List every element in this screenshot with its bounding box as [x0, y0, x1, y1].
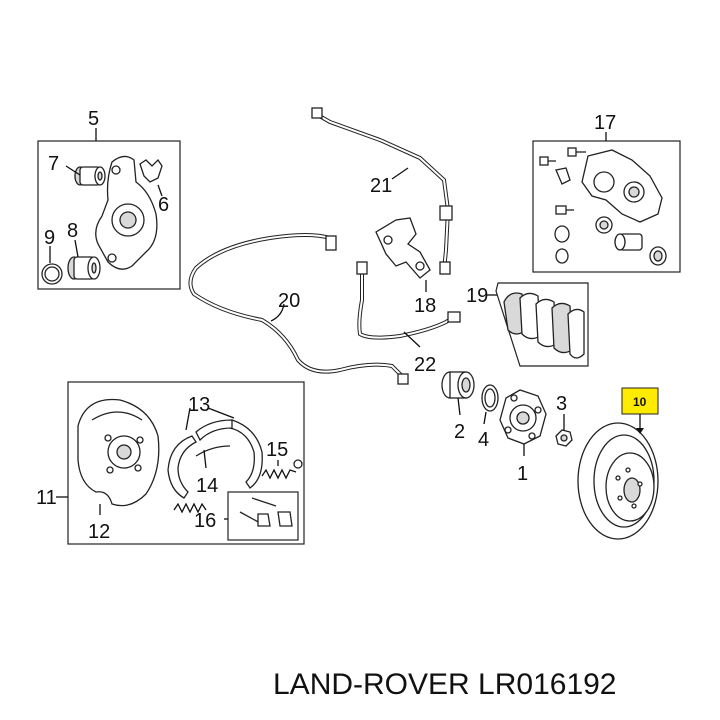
knuckle-group: 5 7 6 9 8 — [37, 108, 181, 290]
callout-10: 10 — [633, 395, 647, 409]
group-box-19 — [495, 282, 589, 367]
group-box-5 — [37, 140, 181, 290]
callout-11: 11 — [36, 487, 57, 509]
brake-shoe-right — [229, 419, 263, 489]
callout-14: 14 — [196, 475, 218, 497]
callout-18: 18 — [414, 295, 436, 317]
callout-9: 9 — [44, 227, 55, 249]
callout-19: 19 — [466, 285, 488, 307]
bushing-part — [74, 166, 106, 186]
callout-17: 17 — [594, 112, 616, 134]
caliper-group: 17 — [532, 112, 681, 273]
backing-plate-group: 11 12 13 14 15 16 — [36, 381, 305, 545]
sensor-wire-rear: 20 — [188, 233, 409, 385]
callout-20: 20 — [278, 290, 300, 312]
callout-13: 13 — [188, 394, 210, 416]
caption-part-number: LAND-ROVER LR016192 — [273, 668, 617, 701]
callout-7: 7 — [48, 153, 59, 175]
callout-1: 1 — [517, 463, 528, 485]
caliper-part — [581, 149, 663, 223]
callout-12: 12 — [88, 521, 110, 543]
callout-3: 3 — [556, 393, 567, 415]
callout-10-highlight — [621, 387, 659, 415]
callout-2: 2 — [454, 421, 465, 443]
callout-21: 21 — [370, 175, 392, 197]
callout-4: 4 — [478, 429, 489, 451]
caliper-bracket: 18 — [375, 217, 436, 317]
group-box-16 — [227, 491, 299, 541]
sensor-wire-front: 22 — [356, 261, 461, 376]
callout-22: 22 — [414, 354, 436, 376]
brake-pads-group: 19 — [466, 282, 589, 367]
nut-part: 3 — [555, 393, 573, 447]
callout-6: 6 — [158, 194, 169, 216]
brake-hose: 21 — [311, 107, 453, 275]
brake-disc: 10 — [577, 387, 659, 540]
callout-5: 5 — [88, 108, 99, 130]
callout-15: 15 — [266, 439, 288, 461]
callout-8: 8 — [67, 220, 78, 242]
callout-16: 16 — [194, 510, 216, 532]
bearing-part: 2 — [441, 371, 475, 443]
brake-shoe-left — [167, 435, 197, 499]
snap-ring-part: 4 — [478, 384, 499, 451]
hub-part: 1 — [499, 389, 547, 485]
bushing-part-lower — [67, 256, 101, 280]
group-box-11 — [67, 381, 305, 545]
bracket-part — [139, 158, 163, 183]
